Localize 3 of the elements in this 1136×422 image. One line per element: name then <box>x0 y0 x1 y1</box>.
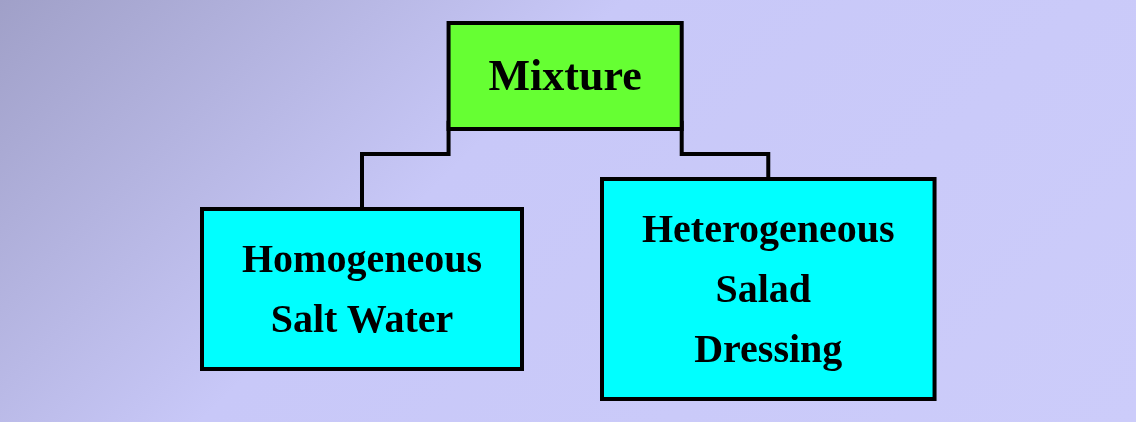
node-box: Mixture <box>446 21 684 131</box>
node-box: Heterogeneous Salad Dressing <box>599 177 937 401</box>
node-box: Homogeneous Salt Water <box>199 207 524 371</box>
